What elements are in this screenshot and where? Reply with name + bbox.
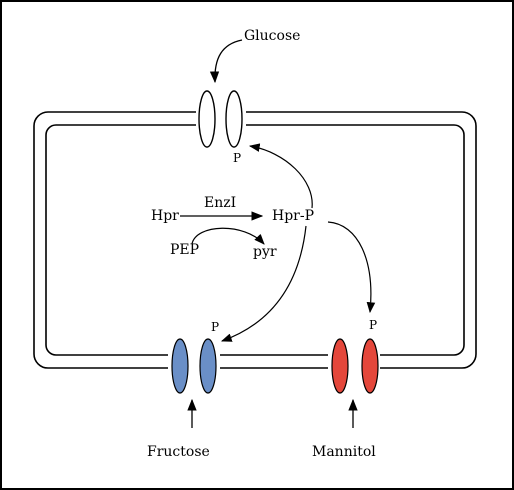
fructose-label: Fructose — [147, 444, 210, 460]
fructose-phosphate-label: P — [211, 320, 219, 334]
enz1-label: EnzI — [204, 195, 236, 211]
hpr-label: Hpr — [151, 208, 179, 224]
glucose-entry-arrow — [209, 39, 243, 84]
pep-label: PEP — [170, 242, 199, 258]
mannitol-porter-left — [331, 338, 349, 394]
hpr-p-to-glucose-arrow — [248, 143, 313, 209]
fructose-transporter — [168, 338, 220, 394]
glucose-porter-right — [225, 90, 243, 148]
mannitol-label: Mannitol — [312, 444, 376, 460]
glucose-label: Glucose — [244, 28, 300, 44]
glucose-phosphate-label: P — [233, 151, 241, 165]
hpr-p-label: Hpr-P — [272, 208, 314, 224]
mannitol-transporter — [328, 338, 380, 394]
fructose-porter-left — [171, 338, 189, 394]
mannitol-porter-right — [361, 338, 379, 394]
pep-to-pyr-arrow — [191, 227, 265, 245]
fructose-porter-right — [199, 338, 217, 394]
hpr-p-to-fructose-arrow — [220, 225, 307, 342]
glucose-transporter — [196, 90, 246, 148]
cell-membrane-inner — [45, 124, 465, 356]
hpr-p-to-mannitol-arrow — [327, 221, 376, 314]
cell-membrane-outer — [33, 111, 477, 369]
glucose-porter-left — [198, 90, 216, 148]
pyr-label: pyr — [253, 244, 277, 260]
mannitol-phosphate-label: P — [369, 318, 377, 332]
